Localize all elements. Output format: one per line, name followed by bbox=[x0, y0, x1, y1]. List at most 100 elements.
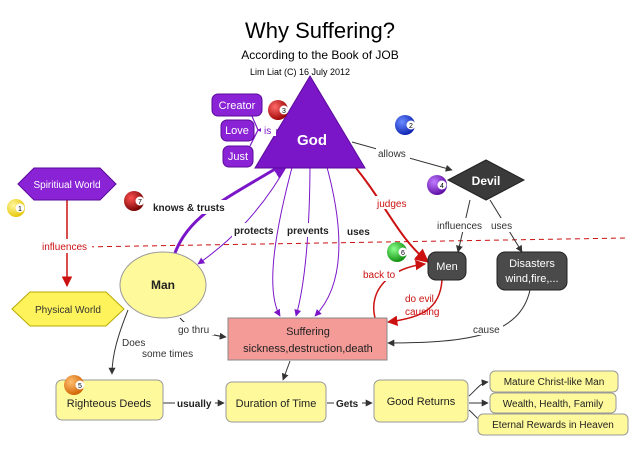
just-node bbox=[222, 145, 254, 168]
some-times-label: some times bbox=[142, 349, 193, 360]
eternal-label: Eternal Rewards in Heaven bbox=[492, 420, 614, 431]
does-label-bg bbox=[120, 336, 148, 349]
creator-label: Creator bbox=[219, 100, 256, 112]
suffering-node bbox=[227, 317, 388, 361]
love-node bbox=[220, 119, 255, 142]
edge-suffering-duration bbox=[281, 360, 291, 381]
knows-trusts-label-bg bbox=[151, 200, 228, 214]
usually-label-bg bbox=[175, 397, 215, 410]
allows-label-bg bbox=[376, 146, 410, 159]
edge-do-evil bbox=[386, 279, 443, 327]
badge-1-number: 1 bbox=[18, 206, 22, 213]
back-to-label-bg bbox=[361, 267, 399, 281]
righteous-deeds-node bbox=[55, 379, 164, 421]
badge-3-number: 3 bbox=[282, 108, 286, 115]
edge-prevents bbox=[294, 159, 311, 317]
love-label: Love bbox=[225, 125, 249, 137]
mature-label: Mature Christ-like Man bbox=[504, 377, 605, 388]
physical-world-node bbox=[11, 291, 125, 327]
influences-world-label: influences bbox=[42, 242, 87, 253]
influences-devil-label-bg bbox=[435, 218, 487, 232]
disasters-node bbox=[496, 251, 568, 291]
badge-4-number: 4 bbox=[440, 183, 444, 190]
men-label: Men bbox=[436, 261, 457, 273]
is-label-bg bbox=[261, 124, 276, 136]
protects-label: protects bbox=[234, 226, 274, 237]
badge-6-number: 6 bbox=[401, 250, 405, 257]
physical-world-label: Physical World bbox=[35, 305, 101, 316]
edge-back-to bbox=[373, 259, 427, 319]
uses-god-label-bg bbox=[345, 224, 375, 238]
badge-2: 2 bbox=[395, 115, 416, 135]
knows-trusts-label: knows & trusts bbox=[153, 203, 225, 214]
edge-uses-god bbox=[314, 159, 340, 317]
uses-god-label: uses bbox=[347, 227, 370, 238]
badge-5-number: 5 bbox=[78, 383, 82, 390]
man-label: Man bbox=[151, 278, 175, 292]
badge-5: 5 bbox=[64, 375, 85, 395]
protects-label-bg bbox=[232, 223, 276, 237]
cause-label-bg bbox=[471, 322, 503, 335]
influences-devil-label: influences bbox=[437, 221, 482, 232]
man-node bbox=[119, 251, 207, 319]
good-returns-label: Good Returns bbox=[387, 396, 456, 408]
eternal-node bbox=[477, 413, 629, 436]
badge-4: 4 bbox=[427, 175, 447, 195]
causing-label: causing bbox=[405, 307, 439, 318]
devil-label: Devil bbox=[472, 174, 501, 188]
badge-6: 6 bbox=[387, 242, 408, 262]
edge-does bbox=[108, 309, 129, 375]
wealth-node bbox=[489, 392, 617, 414]
spiritual-world-node bbox=[17, 167, 117, 201]
righteous-deeds-label: Righteous Deeds bbox=[67, 398, 152, 410]
wealth-label: Wealth, Health, Family bbox=[503, 399, 603, 410]
suffering-label-1: Suffering bbox=[286, 326, 330, 338]
edge-god-suffering-1 bbox=[272, 159, 295, 317]
edge-is-just bbox=[249, 129, 259, 147]
badge-1: 1 bbox=[7, 199, 25, 217]
is-label: is bbox=[264, 126, 271, 137]
mature-node bbox=[489, 370, 619, 393]
prevents-label-bg bbox=[285, 223, 333, 237]
disasters-label-1: Disasters bbox=[509, 258, 555, 270]
uses-devil-label: uses bbox=[491, 221, 512, 232]
good-returns-node bbox=[373, 379, 469, 423]
gets-label-bg bbox=[334, 397, 362, 410]
go-thru-label: go thru bbox=[178, 325, 209, 336]
diagram-subtitle: According to the Book of JOB bbox=[241, 48, 399, 62]
badge-3: 3 bbox=[268, 100, 289, 120]
god-label: God bbox=[297, 132, 327, 149]
allows-label: allows bbox=[378, 149, 406, 160]
badge-7: 7 bbox=[124, 191, 145, 211]
judges-label-bg bbox=[375, 196, 413, 209]
god-node bbox=[254, 75, 366, 169]
duration-of-time-node bbox=[225, 381, 327, 423]
judges-label: judges bbox=[376, 199, 406, 210]
badge-2-number: 2 bbox=[409, 123, 413, 130]
do-evil-label: do evil, bbox=[405, 294, 437, 305]
devil-node bbox=[446, 159, 526, 201]
creator-node bbox=[211, 93, 263, 117]
uses-devil-label-bg bbox=[489, 218, 517, 232]
badge-7-number: 7 bbox=[138, 199, 142, 206]
spiritual-world-label: Spiritiual World bbox=[33, 180, 100, 191]
does-label: Does bbox=[122, 338, 145, 349]
men-node bbox=[427, 251, 467, 281]
prevents-label: prevents bbox=[287, 226, 329, 237]
go-thru-label-bg bbox=[176, 322, 214, 335]
world-divider-line bbox=[79, 237, 627, 248]
gets-label: Gets bbox=[336, 399, 359, 410]
usually-label: usually bbox=[177, 399, 212, 410]
duration-of-time-label: Duration of Time bbox=[236, 398, 317, 410]
back-to-label: back to bbox=[363, 270, 396, 281]
some-times-label-bg bbox=[140, 347, 200, 360]
edge-judges bbox=[344, 154, 430, 263]
cause-label: cause bbox=[473, 325, 500, 336]
disasters-label-2: wind,fire,... bbox=[504, 273, 558, 285]
diagram-title: Why Suffering? bbox=[244, 18, 395, 43]
edge-mature bbox=[468, 379, 489, 397]
diagram-credit: Lim Liat (C) 16 July 2012 bbox=[250, 67, 351, 77]
suffering-label-2: sickness,destruction,death bbox=[243, 343, 373, 355]
